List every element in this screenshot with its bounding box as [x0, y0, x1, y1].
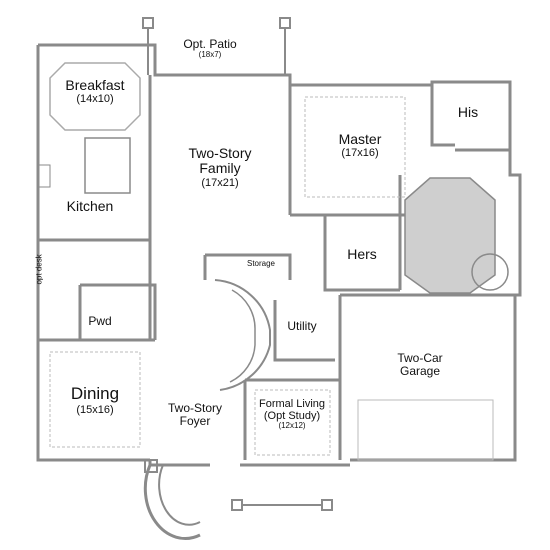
- room-patio: Opt. Patio (18x7): [170, 37, 250, 60]
- room-dining: Dining (15x16): [60, 384, 130, 416]
- room-dining-name: Dining: [70, 384, 120, 403]
- room-formal-living-dim: (12x12): [278, 421, 306, 431]
- room-foyer: Two-Story Foyer: [165, 401, 225, 429]
- room-garage-name: Two-Car Garage: [397, 351, 443, 379]
- room-garage: Two-Car Garage: [380, 351, 460, 379]
- room-breakfast-dim: (14x10): [76, 93, 114, 106]
- room-hers: Hers: [347, 246, 377, 262]
- room-kitchen: Kitchen: [66, 198, 114, 214]
- room-storage: Storage: [246, 259, 276, 268]
- room-master-name: Master: [338, 131, 382, 147]
- room-breakfast: Breakfast (14x10): [55, 77, 135, 106]
- room-opt-desk: opt desk: [34, 254, 44, 285]
- room-patio-dim: (18x7): [198, 50, 222, 60]
- room-utility: Utility: [287, 319, 317, 333]
- room-dining-dim: (15x16): [76, 403, 114, 416]
- room-foyer-name: Two-Story Foyer: [167, 401, 222, 429]
- room-his: His: [457, 104, 479, 120]
- room-breakfast-name: Breakfast: [65, 77, 125, 93]
- room-patio-name: Opt. Patio: [183, 37, 237, 51]
- room-family-dim: (17x21): [201, 176, 239, 189]
- room-formal-living: Formal Living (Opt Study) (12x12): [252, 398, 332, 431]
- room-family: Two-Story Family (17x21): [180, 145, 260, 189]
- room-formal-living-name: Formal Living (Opt Study): [258, 398, 326, 423]
- room-master: Master (17x16): [320, 131, 400, 160]
- room-master-dim: (17x16): [341, 147, 379, 160]
- room-pwd: Pwd: [88, 314, 112, 328]
- room-family-name: Two-Story Family: [188, 145, 252, 177]
